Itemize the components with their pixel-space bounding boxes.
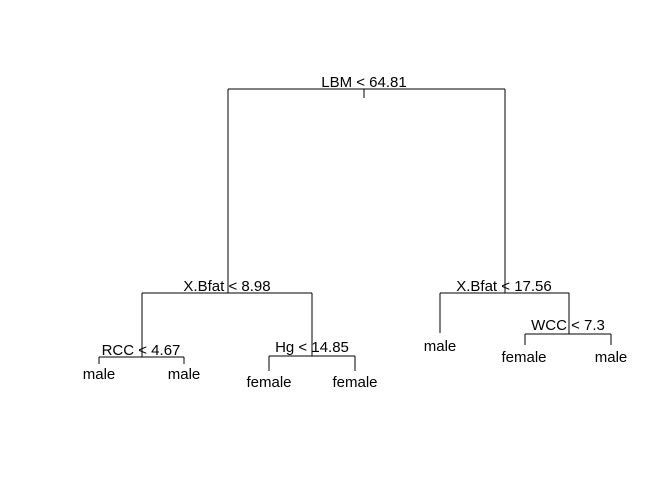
leaf-label-wcc-left: female	[501, 349, 546, 366]
leaf-label-bfat2-left: male	[424, 338, 457, 355]
leaf-label-wcc-right: male	[595, 349, 628, 366]
split-label-right: X.Bfat < 17.56	[456, 278, 552, 295]
node-rcc: RCC < 4.67 male male	[83, 342, 201, 383]
split-label-hg: Hg < 14.85	[275, 339, 349, 356]
node-root: LBM < 64.81	[227, 74, 506, 293]
split-label-left: X.Bfat < 8.98	[183, 278, 270, 295]
node-left: X.Bfat < 8.98	[141, 278, 313, 357]
leaf-label-hg-right: female	[332, 374, 377, 391]
split-label-rcc: RCC < 4.67	[102, 342, 181, 359]
node-hg: Hg < 14.85 female female	[246, 339, 377, 391]
leaf-label-rcc-left: male	[83, 366, 116, 383]
node-wcc: WCC < 7.3 female male	[501, 317, 627, 366]
split-label-root: LBM < 64.81	[321, 74, 406, 91]
leaf-label-hg-left: female	[246, 374, 291, 391]
node-right: X.Bfat < 17.56	[439, 278, 570, 334]
split-label-wcc: WCC < 7.3	[531, 317, 605, 334]
leaf-label-rcc-right: male	[168, 366, 201, 383]
